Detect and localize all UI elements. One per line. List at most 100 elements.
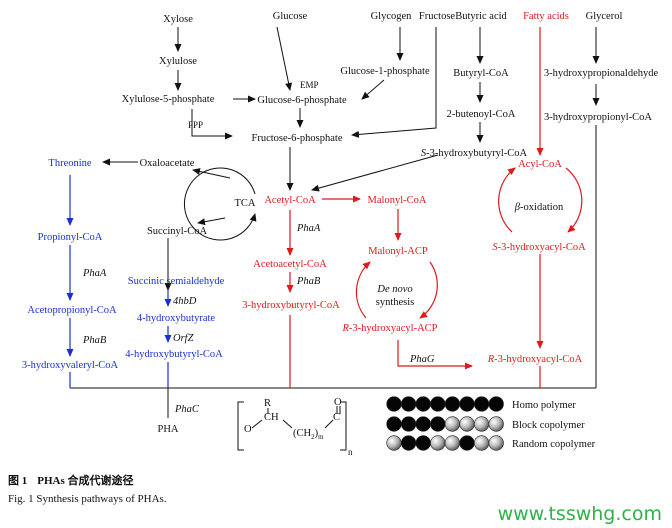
struct-o: O [244, 424, 252, 435]
block-monomer-ball [444, 416, 461, 432]
node-acetyl-coa: Acetyl-CoA [264, 195, 316, 206]
block-monomer-ball [430, 416, 446, 432]
arrow-tca-oxaloacetate [192, 168, 231, 179]
node-malonyl-coa: Malonyl-CoA [368, 195, 427, 206]
label-phab-2: PhaB [296, 276, 321, 287]
struct-n: n [348, 447, 353, 457]
random-monomer-ball [474, 435, 490, 451]
block-monomer-ball [386, 416, 402, 432]
legend-random-copolymer: Random copolymer [512, 439, 596, 450]
struct-ch: CH [264, 412, 279, 423]
node-s-3-hydroxyacyl-coa: S-3-hydroxyacyl-CoA [492, 242, 586, 253]
node-propionyl-coa: Propionyl-CoA [38, 232, 103, 243]
node-succinyl-coa: Succinyl-CoA [147, 226, 207, 237]
node-glucose-6-phosphate: Glucose-6-phosphate [257, 95, 347, 106]
struct-o-top: O [334, 397, 342, 408]
node-pha: PHA [157, 424, 178, 435]
beta-ox-right [565, 167, 583, 233]
denovo-cycle-left [355, 261, 371, 319]
node-acetoacetyl-coa: Acetoacetyl-CoA [253, 259, 327, 270]
random-monomer-ball [386, 435, 402, 451]
block-monomer-ball [474, 416, 490, 432]
block-monomer-ball [459, 416, 475, 432]
node-succinic-semialdehyde: Succinic semialdehyde [128, 276, 225, 287]
node-de-novo: De novo [376, 284, 412, 295]
struct-c: C [333, 412, 340, 423]
caption-en: Fig. 1 Synthesis pathways of PHAs. [8, 493, 167, 505]
label-emp: EMP [300, 80, 319, 90]
label-orfz: OrfZ [173, 333, 194, 344]
block-monomer-ball [401, 416, 417, 432]
block-monomer-ball [415, 416, 431, 432]
arrow-g1p-g6p [361, 79, 385, 100]
denovo-cycle-right [419, 261, 438, 319]
random-monomer-ball [488, 435, 504, 451]
struct-ch2: (CH2)m [293, 428, 324, 441]
black-nodes: Xylose Xylulose Xylulose-5-phosphate Glu… [122, 11, 659, 435]
node-tca: TCA [235, 198, 256, 209]
bracket-right [340, 401, 347, 451]
node-beta-oxidation: β-oxidation [514, 202, 564, 213]
node-4-hydroxybutyryl-coa: 4-hydroxybutyryl-CoA [125, 349, 223, 360]
label-phaa-2: PhaA [296, 223, 321, 234]
label-4hbd: 4hbD [173, 296, 197, 307]
node-3-hydroxybutyryl-coa: 3-hydroxybutyryl-CoA [242, 300, 340, 311]
random-monomer-ball [444, 435, 461, 451]
node-s-3-hydroxybutyryl-coa: S-3-hydroxybutyryl-CoA [421, 148, 528, 159]
node-3-hydroxyvaleryl-coa: 3-hydroxyvaleryl-CoA [22, 360, 119, 371]
bond-ch-ch2 [282, 419, 293, 429]
node-acyl-coa: Acyl-CoA [518, 159, 562, 170]
node-xylose: Xylose [163, 14, 193, 25]
pha-structure-text: O R CH (CH2)m C O n [244, 397, 353, 457]
random-monomer-ball [415, 435, 431, 451]
node-4-hydroxybutyrate: 4-hydroxybutyrate [137, 313, 215, 324]
struct-r: R [264, 398, 271, 409]
node-glucose: Glucose [273, 11, 308, 22]
homo-monomer-ball [459, 396, 475, 412]
node-synthesis: synthesis [376, 297, 415, 308]
arrow-s3hb-acetylcoa [311, 154, 439, 192]
node-fatty-acids: Fatty acids [523, 11, 569, 22]
arrow-x5p-f6p [191, 109, 233, 140]
tca-cycle-arrow [183, 167, 257, 241]
node-xylulose-5-phosphate: Xylulose-5-phosphate [122, 94, 215, 105]
homo-monomer-ball [488, 396, 504, 412]
label-ppp: PPP [188, 120, 203, 130]
red-nodes: Fatty acids Acetyl-CoA Malonyl-CoA Acyl-… [242, 11, 586, 365]
node-fructose-6-phosphate: Fructose-6-phosphate [252, 133, 343, 144]
homo-monomer-ball [401, 396, 417, 412]
node-malonyl-acp: Malonyl-ACP [368, 246, 428, 257]
node-3-hydroxypropionaldehyde: 3-hydroxypropionaldehyde [544, 68, 659, 79]
bracket-left [237, 401, 244, 451]
node-oxaloacetate: Oxaloacetate [140, 158, 195, 169]
node-fructose: Fructose [419, 11, 456, 22]
node-xylulose: Xylulose [159, 56, 197, 67]
node-glucose-1-phosphate: Glucose-1-phosphate [340, 66, 430, 77]
enzyme-labels: EMP PPP PhaA PhaA PhaB PhaB 4hbD OrfZ Ph… [82, 80, 435, 415]
node-butyryl-coa: Butyryl-CoA [453, 68, 509, 79]
homo-monomer-ball [444, 396, 461, 412]
random-monomer-ball [401, 435, 417, 451]
legend-homo-polymer: Homo polymer [512, 400, 576, 411]
red-arrows [286, 27, 583, 388]
blue-nodes: Threonine Propionyl-CoA Acetopropionyl-C… [22, 158, 225, 371]
node-2-butenoyl-coa: 2-butenoyl-CoA [447, 109, 516, 120]
homo-monomer-ball [386, 396, 402, 412]
node-butyric-acid: Butyric acid [455, 11, 507, 22]
node-3-hydroxypropionyl-coa: 3-hydroxypropionyl-CoA [544, 112, 652, 123]
node-r-3-hydroxyacyl-acp: R-3-hydroxyacyl-ACP [341, 323, 437, 334]
arrow-fructose-f6p [351, 27, 437, 138]
blue-arrows [66, 175, 172, 388]
black-arrows [70, 26, 600, 418]
homo-monomer-ball [430, 396, 446, 412]
block-monomer-ball [488, 416, 504, 432]
legend-block-copolymer: Block copolymer [512, 420, 585, 431]
arrow-acp-r3hacoa [397, 340, 473, 370]
arrow-glucose-g6p [276, 26, 293, 91]
label-phag: PhaG [409, 354, 435, 365]
node-glycogen: Glycogen [371, 11, 413, 22]
polymer-legend-balls [386, 396, 504, 451]
node-acetopropionyl-coa: Acetopropionyl-CoA [27, 305, 117, 316]
label-phab-1: PhaB [82, 335, 107, 346]
